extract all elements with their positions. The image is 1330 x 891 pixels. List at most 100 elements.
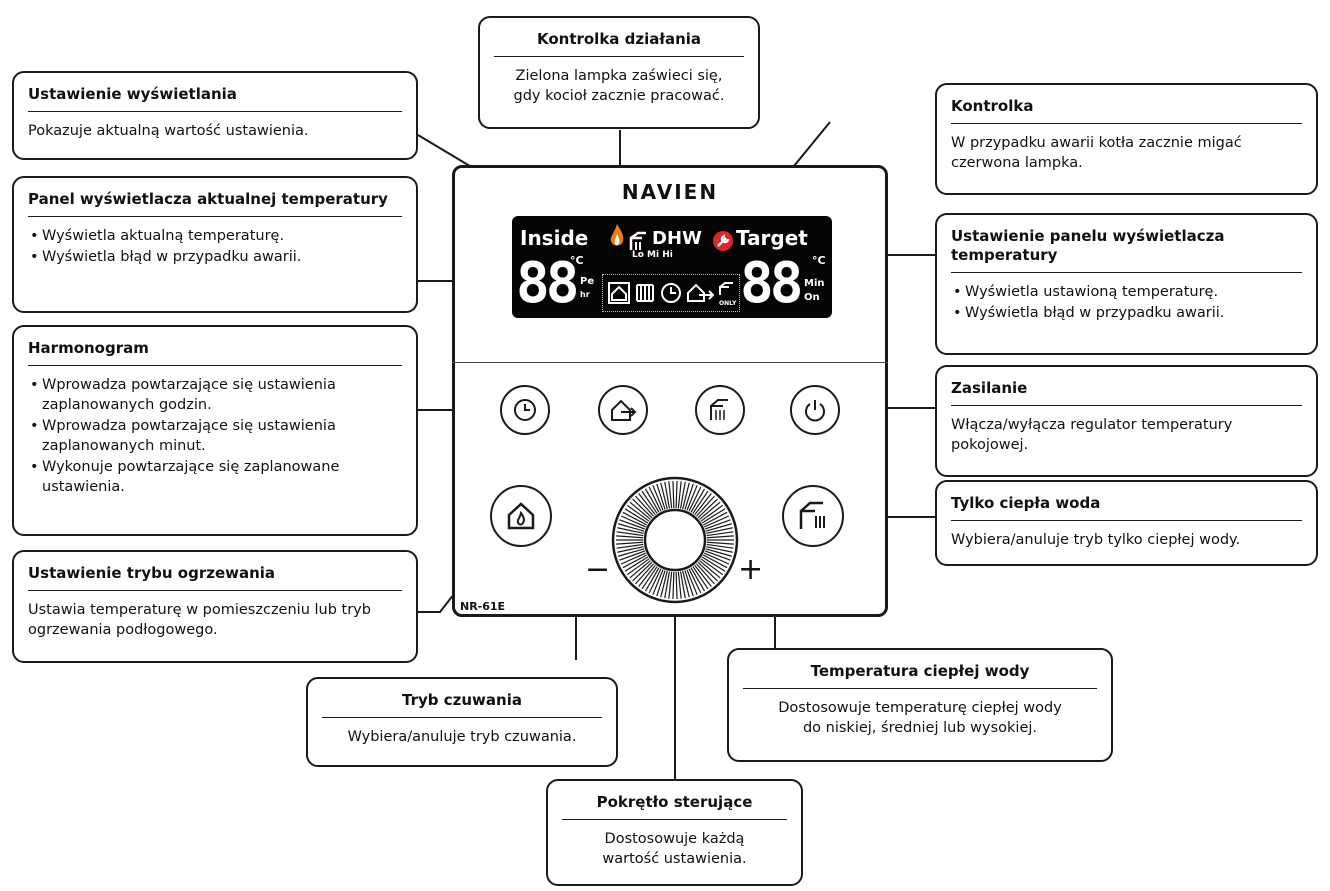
dial-tick <box>684 570 694 597</box>
dial-tick <box>686 569 698 595</box>
dial-tick <box>692 566 709 590</box>
lcd-right-unit-bottom: On <box>804 292 820 303</box>
dial-tick <box>692 490 709 514</box>
dial-tick <box>701 556 726 572</box>
callout-list-item: Wykonuje powtarzające się zaplanowane us… <box>28 457 402 497</box>
dial-tick <box>682 570 690 598</box>
dial-tick <box>616 531 644 537</box>
dial-tick <box>706 543 734 549</box>
dial-tick <box>660 570 668 598</box>
lcd-floor-heat-icon <box>636 284 654 302</box>
dial-tick <box>706 531 734 537</box>
lcd-right-deg: °C <box>812 254 826 267</box>
dial-tick <box>624 508 649 524</box>
dial-tick <box>682 482 690 510</box>
dial-tick <box>677 571 682 599</box>
dial-tick <box>677 481 682 509</box>
callout-list-item: Wprowadza powtarzające się ustawienia za… <box>28 416 402 456</box>
dial-tick <box>688 568 702 594</box>
heating-mode-button[interactable] <box>490 485 552 547</box>
callout-ustawienie-panelu: Ustawienie panelu wyświetlacza temperatu… <box>935 213 1318 355</box>
dial-tick <box>690 567 706 592</box>
dial-tick <box>618 548 645 557</box>
dial-tick <box>638 564 656 587</box>
dial-tick <box>622 554 648 569</box>
dial-tick <box>648 568 662 594</box>
lcd-room-heat-icon <box>608 282 630 304</box>
callout-panel-aktualnej: Panel wyświetlacza aktualnej temperatury… <box>12 176 418 313</box>
model-label: NR-61E <box>460 600 506 613</box>
callout-list-item: Wyświetla błąd w przypadku awarii. <box>951 303 1302 323</box>
callout-desc-line: Zielona lampka zaświeci się, <box>515 68 723 84</box>
dial-tick <box>622 511 648 526</box>
dial-tick <box>703 515 730 528</box>
dial-tick <box>697 498 718 519</box>
dial-tick <box>694 493 712 516</box>
flame-icon <box>610 224 624 246</box>
dial-tick <box>641 566 658 590</box>
dial-tick <box>675 571 678 599</box>
dial-tick <box>684 483 694 510</box>
dial-tick <box>632 561 653 582</box>
callout-kontrolka-dzialania: Kontrolka działania Zielona lampka zaświ… <box>478 16 760 129</box>
callout-title: Zasilanie <box>951 373 1302 406</box>
dial-tick <box>644 488 660 513</box>
hot-water-temperature-button[interactable] <box>695 385 745 435</box>
control-dial[interactable] <box>610 475 740 605</box>
callout-list-item: Wyświetla błąd w przypadku awarii. <box>28 247 402 267</box>
error-wrench-icon <box>713 231 733 251</box>
callout-title: Pokrętło sterujące <box>562 787 787 820</box>
callout-desc-line: Dostosowuje temperaturę ciepłej wody <box>778 700 1062 716</box>
callout-desc-line: Dostosowuje każdą <box>604 831 745 847</box>
callout-title: Panel wyświetlacza aktualnej temperatury <box>28 184 402 217</box>
callout-title: Temperatura ciepłej wody <box>743 656 1097 689</box>
dial-tick <box>701 508 726 524</box>
schedule-button[interactable] <box>500 385 550 435</box>
dial-tick <box>705 523 732 532</box>
clock-icon <box>514 399 536 421</box>
power-button[interactable] <box>790 385 840 435</box>
dial-tick <box>704 519 731 530</box>
tap-only-icon <box>799 501 825 529</box>
callout-list: Wyświetla ustawioną temperaturę. Wyświet… <box>951 282 1302 323</box>
lcd-only-label: ONLY <box>719 300 737 307</box>
callout-desc: W przypadku awarii kotła zacznie migać c… <box>951 135 1242 171</box>
dial-tick <box>635 495 655 517</box>
callout-desc-line: wartość ustawienia. <box>602 851 747 867</box>
lcd-right-digits: 88 <box>740 251 803 316</box>
dial-tick <box>706 541 734 545</box>
dial-tick <box>706 527 733 534</box>
callout-desc: Wybiera/anuluje tryb tylko ciepłej wody. <box>951 532 1241 548</box>
dial-tick <box>644 567 660 592</box>
dial-tick <box>656 483 666 510</box>
device-divider <box>452 362 888 363</box>
lcd-left-deg: °C <box>570 254 584 267</box>
dial-tick <box>695 495 715 517</box>
dial-tick <box>706 546 733 553</box>
callout-title: Harmonogram <box>28 333 402 366</box>
callout-list-item: Wyświetla ustawioną temperaturę. <box>951 282 1302 302</box>
callout-tryb-czuwania: Tryb czuwania Wybiera/anuluje tryb czuwa… <box>306 677 618 767</box>
callout-tylko-ciepla-woda: Tylko ciepła woda Wybiera/anuluje tryb t… <box>935 480 1318 566</box>
dial-tick <box>694 564 712 587</box>
callout-list: Wprowadza powtarzające się ustawienia za… <box>28 375 402 497</box>
dial-tick <box>679 571 686 599</box>
callout-desc: Pokazuje aktualną wartość ustawienia. <box>28 123 309 139</box>
lcd-dhw-only-icon <box>719 282 733 295</box>
dial-tick <box>664 571 671 599</box>
hot-water-only-button[interactable] <box>782 485 844 547</box>
away-home-icon <box>611 399 637 421</box>
tap-icon <box>710 399 728 420</box>
dial-tick <box>668 481 673 509</box>
brand-logo: NAVIEN <box>621 180 719 204</box>
dial-tick <box>664 481 671 509</box>
dial-tick <box>626 504 650 522</box>
callout-desc-line: do niskiej, średniej lub wysokiej. <box>802 720 1038 736</box>
dial-tick <box>617 527 644 534</box>
dial-tick <box>624 556 649 572</box>
standby-button[interactable] <box>598 385 648 435</box>
dial-plus-label: + <box>738 552 764 587</box>
callout-list-item: Wyświetla aktualną temperaturę. <box>28 226 402 246</box>
dial-tick <box>660 482 668 510</box>
callout-title: Tryb czuwania <box>322 685 602 718</box>
